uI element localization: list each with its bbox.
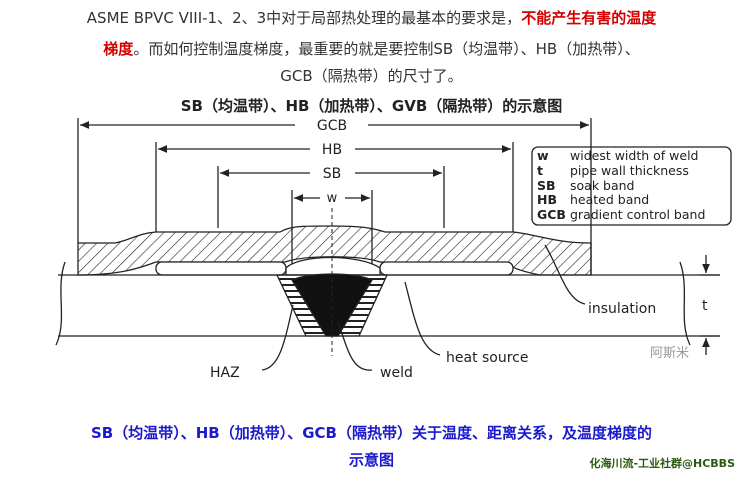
source-watermark: 化海川流-工业社群@HCBBS xyxy=(589,457,735,470)
insulation-label: insulation xyxy=(588,301,656,317)
weld xyxy=(291,273,373,337)
thickness-label: t xyxy=(702,298,708,314)
legend-box xyxy=(531,146,732,226)
weld-label: weld xyxy=(380,365,413,381)
sb-label: SB xyxy=(323,166,342,182)
w-label: w xyxy=(327,191,338,206)
svg-text:pipe wall thickness: pipe wall thickness xyxy=(570,163,689,178)
gcb-label: GCB xyxy=(317,118,347,134)
legend: w widest width of weld t pipe wall thickne… xyxy=(537,148,705,222)
intro-highlight: 不能产生有害的温度 xyxy=(521,9,657,27)
figure-title: SB（均温带）、HB（加热带）、GVB（隔热带）的示意图 xyxy=(180,97,563,115)
pwht-band-diagram: GCB HB SB w w widest width of weld t pipe … xyxy=(55,118,732,381)
caption-line-2: 示意图 xyxy=(348,451,394,469)
caption-line-1: SB（均温带）、HB（加热带）、GCB（隔热带）关于温度、距离关系，及温度梯度的 xyxy=(91,424,652,442)
svg-text:heated band: heated band xyxy=(570,192,649,207)
intro-line-1: ASME BPVC VIII-1、2、3中对于局部热处理的最基本的要求是，不能产… xyxy=(0,6,743,31)
hb-label: HB xyxy=(322,142,342,158)
svg-text:w: w xyxy=(537,148,549,163)
svg-text:GCB: GCB xyxy=(537,207,566,222)
intro-line-3: GCB（隔热带）的尺寸了。 xyxy=(280,67,463,85)
svg-text:HB: HB xyxy=(537,192,557,207)
svg-text:t: t xyxy=(537,163,543,178)
svg-text:gradient control band: gradient control band xyxy=(570,207,705,222)
diagram-watermark: 阿斯米 xyxy=(650,346,689,361)
svg-text:SB: SB xyxy=(537,178,556,193)
heat-source-label: heat source xyxy=(446,350,529,366)
intro-text: ASME BPVC VIII-1、2、3中对于局部热处理的最基本的要求是， xyxy=(86,9,522,27)
haz-label: HAZ xyxy=(210,365,240,381)
intro-highlight: 梯度 xyxy=(103,40,134,58)
intro-line-2: 梯度。而如何控制温度梯度，最重要的就是要控制SB（均温带）、HB（加热带）、 xyxy=(0,37,743,62)
svg-text:soak band: soak band xyxy=(570,178,634,193)
svg-text:widest width of weld: widest width of weld xyxy=(570,148,698,163)
intro-text: 。而如何控制温度梯度，最重要的就是要控制SB（均温带）、HB（加热带）、 xyxy=(133,40,640,58)
